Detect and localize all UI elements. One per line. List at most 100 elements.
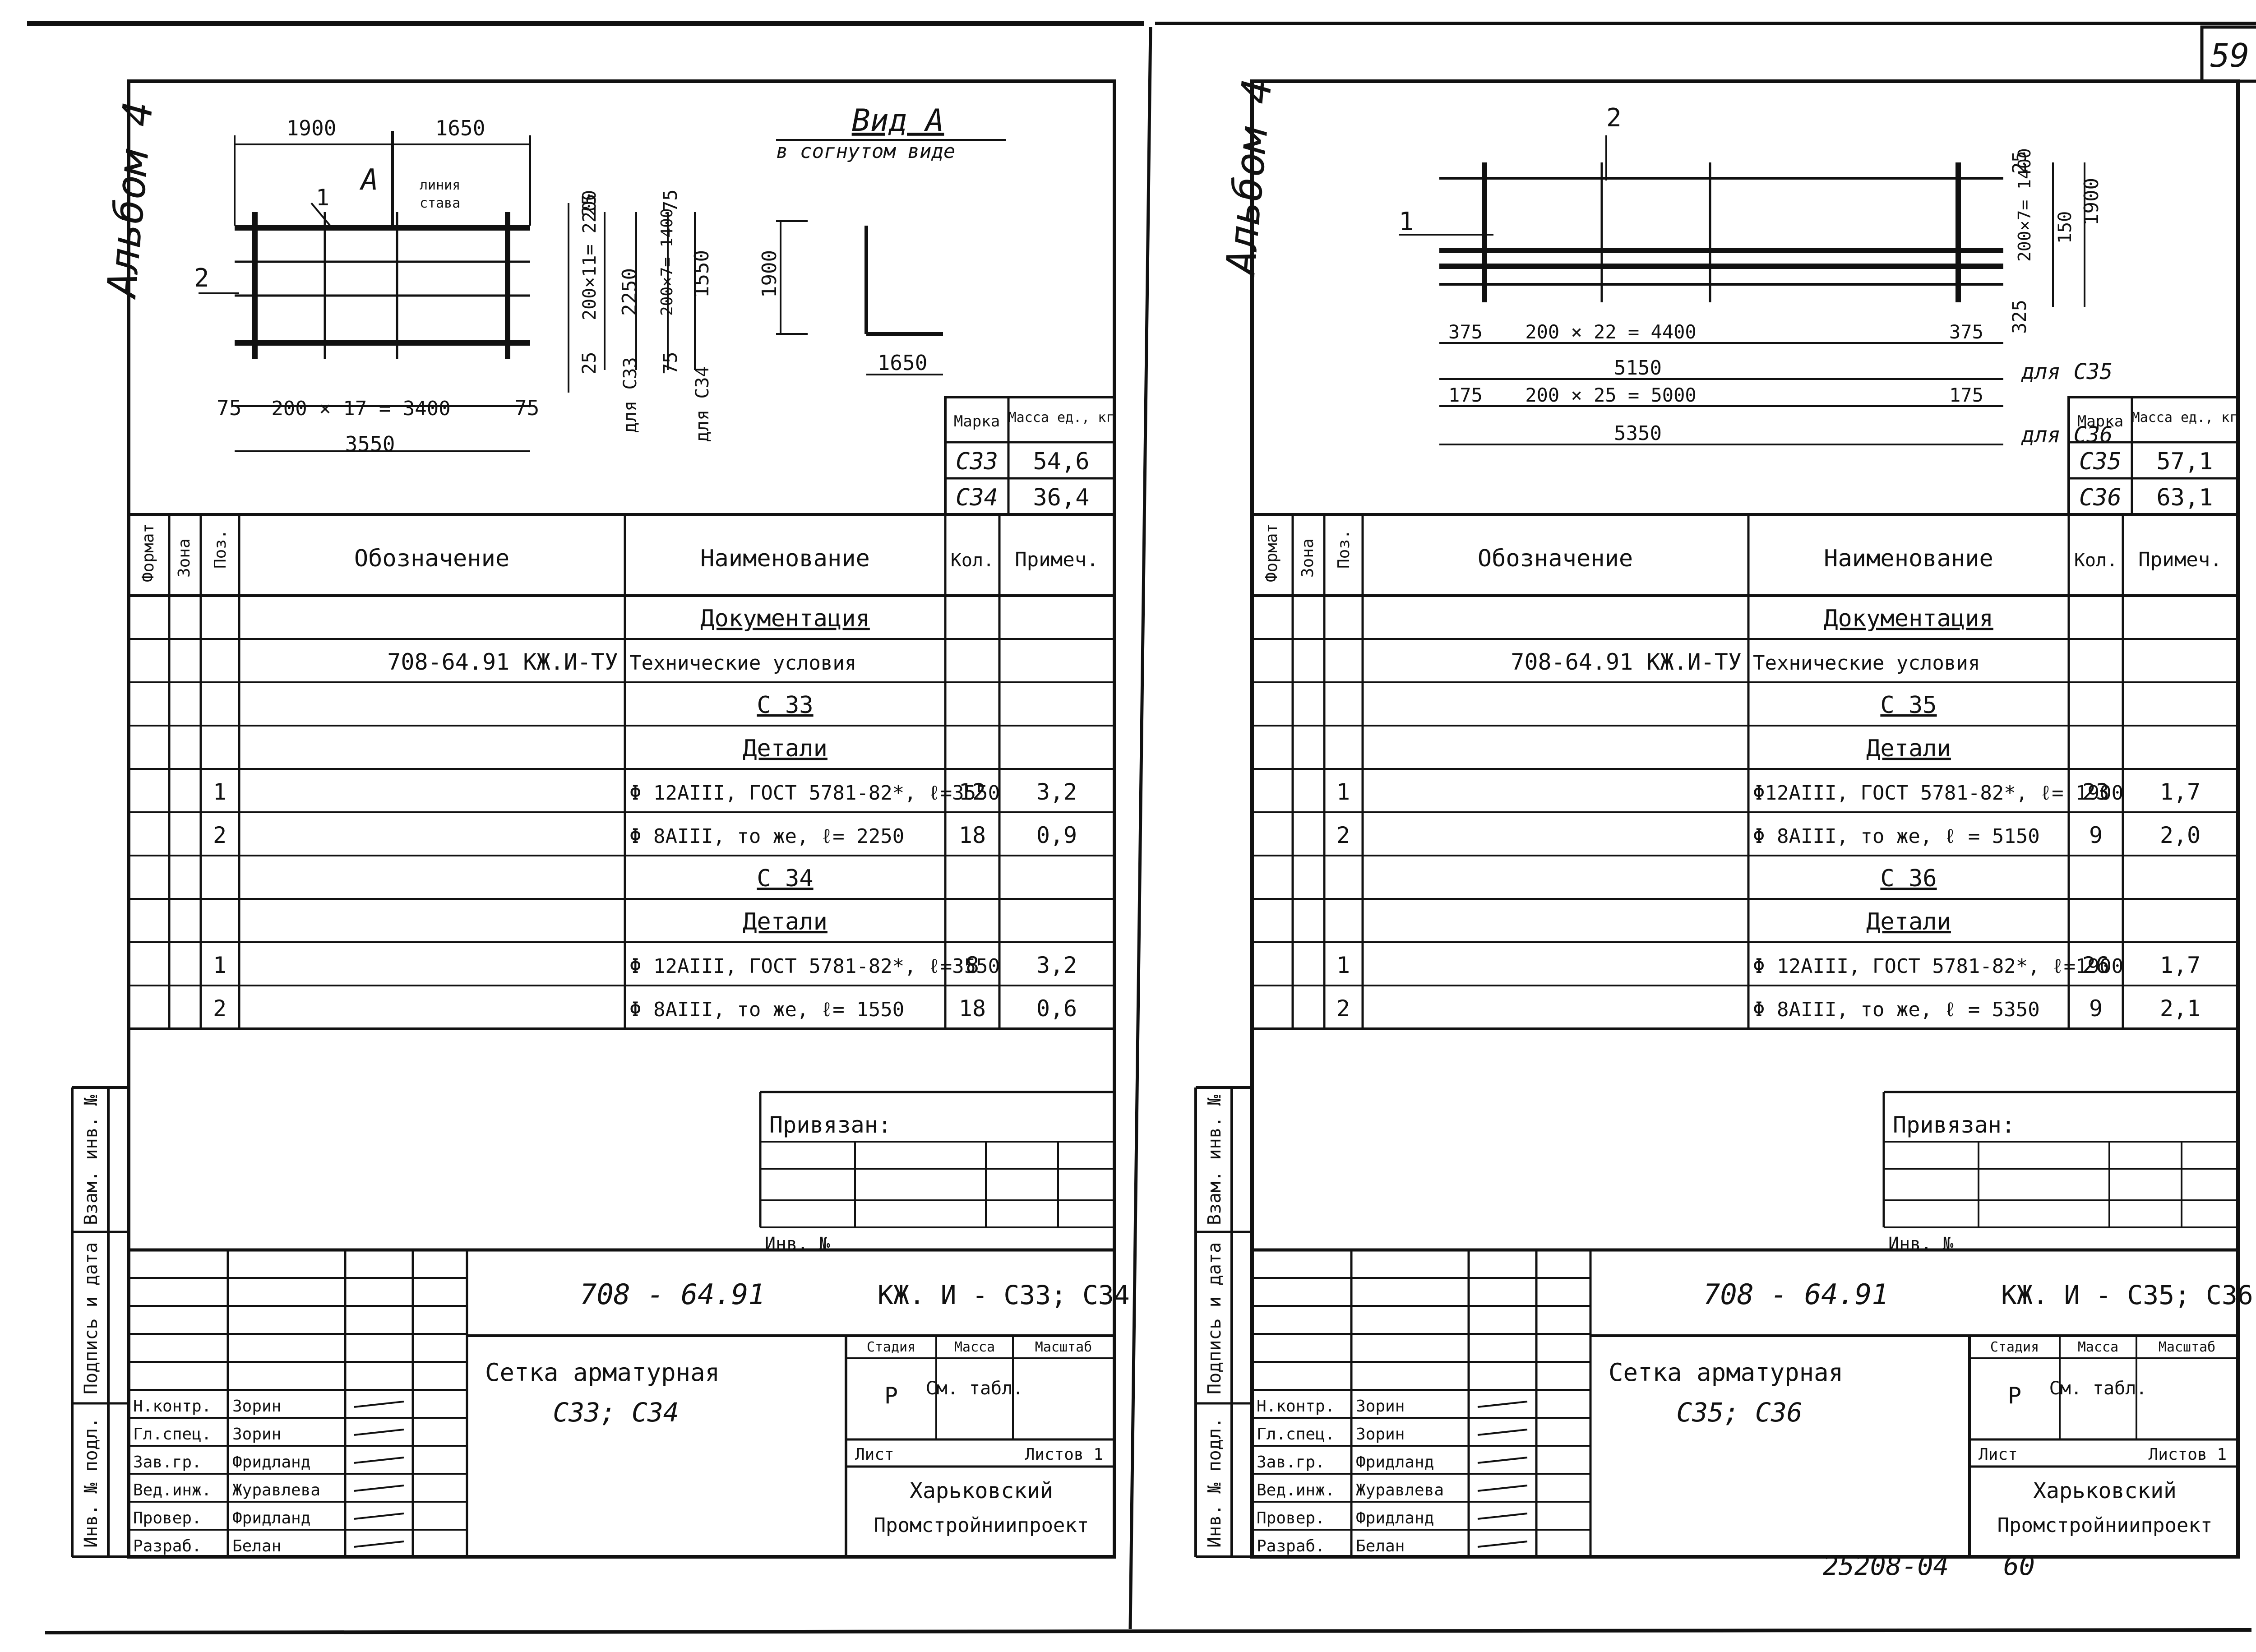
- mass-header: Масса: [2078, 1339, 2118, 1355]
- scale-header: Масштаб: [2159, 1339, 2215, 1355]
- row-note: 0,9: [1036, 822, 1077, 848]
- signatory-name: Зорин: [1356, 1397, 1405, 1416]
- row-pos: 1: [1336, 779, 1350, 805]
- sheet-divider: [1128, 27, 1152, 1629]
- doc-number: 708 - 64.91: [1703, 1278, 1889, 1311]
- sheets-count: Листов 1: [1025, 1445, 1103, 1464]
- sheet-title-2: С35; С36: [1676, 1397, 1802, 1428]
- col-format-header: Формат: [139, 523, 157, 582]
- row-qty: 26: [2082, 952, 2109, 978]
- row-name: Технические условия: [1753, 652, 1980, 675]
- row-qty: 9: [2089, 822, 2103, 848]
- dim-3550: 3550: [345, 432, 395, 456]
- side-stamp-zam-inv: Взам. инв. №: [81, 1095, 102, 1225]
- row-qty: 18: [959, 822, 986, 848]
- col-zone-header: Зона: [175, 538, 194, 578]
- row-name: Φ 8АIII, то же, ℓ = 5150: [1753, 825, 2040, 848]
- sheet-title-1: Сетка арматурная: [485, 1358, 720, 1387]
- fold-label-2: става: [420, 195, 460, 211]
- row-name: Φ 12АIII, ГОСТ 5781-82*, ℓ=1900: [1753, 955, 2123, 978]
- view-arrow-label: А: [359, 163, 379, 197]
- dim-edge-right: 75: [514, 396, 539, 420]
- signatory-name: Белан: [1356, 1537, 1405, 1555]
- row-pos: 2: [1336, 995, 1350, 1022]
- dim-pitch-vertical: 200×7= 1400: [2015, 148, 2034, 262]
- row-section-heading: С 35: [1880, 692, 1937, 719]
- signatory-role: Вед.инж.: [1257, 1481, 1335, 1499]
- left-sheet: Инв. № подл. Подпись и дата Взам. инв. № Фо…: [71, 79, 1130, 1559]
- mass-table: [2067, 396, 2239, 516]
- row-name: Технические условия: [629, 652, 856, 675]
- stage-header: Стадия: [867, 1339, 915, 1355]
- row-name: Φ12АIII, ГОСТ 5781-82*, ℓ= 1900: [1753, 782, 2123, 805]
- col-designation-header: Обозначение: [354, 545, 509, 572]
- row-section-heading: С 34: [757, 865, 813, 892]
- dim-c34-edge-bottom: 75: [659, 352, 681, 375]
- row-section-heading: Документация: [700, 605, 870, 632]
- row-qty: 8: [966, 952, 979, 978]
- signatory-role: Гл.спец.: [1257, 1425, 1335, 1444]
- stage-value: Р: [884, 1383, 898, 1409]
- doc-code: КЖ. И - С33; С34: [878, 1280, 1130, 1310]
- mass-mark-header: Марка: [2077, 412, 2123, 430]
- dim-c35-pitch: 200 × 22 = 4400: [1525, 321, 1696, 343]
- row-note: 3,2: [1036, 952, 1077, 978]
- scale-header: Масштаб: [1035, 1339, 1092, 1355]
- row-section-heading: Детали: [743, 908, 828, 935]
- mass-value: 57,1: [2156, 448, 2213, 475]
- privyazan-label: Привязан:: [769, 1112, 892, 1138]
- dim-edge-bottom: 25: [578, 352, 600, 375]
- row-note: 0,6: [1036, 995, 1077, 1022]
- row-name: Φ 8АIII, то же, ℓ = 5350: [1753, 998, 2040, 1021]
- mass-value: 54,6: [1033, 448, 1089, 475]
- dim-c35-edge-left: 375: [1448, 321, 1483, 343]
- mass-mark: С35: [2079, 448, 2122, 475]
- row-section-heading: Детали: [1866, 735, 1951, 762]
- sheet-label: Лист: [855, 1445, 894, 1464]
- row-note: 1,7: [2160, 779, 2201, 805]
- signatory-role: Н.контр.: [133, 1397, 211, 1416]
- row-section-heading: Детали: [743, 735, 828, 762]
- dim-for-c34: для С34: [692, 366, 713, 442]
- signatory-name: Белан: [232, 1537, 281, 1555]
- position-1-label: 1: [1399, 207, 1414, 236]
- dim-edge-left: 75: [217, 396, 241, 420]
- signature-scribble: [1477, 1513, 1528, 1520]
- signatory-role: Гл.спец.: [133, 1425, 211, 1444]
- mass-mark-header: Марка: [954, 412, 1000, 430]
- dim-c35-total: 5150: [1614, 356, 1662, 379]
- signatory-name: Зорин: [1356, 1425, 1405, 1444]
- stage-header: Стадия: [1990, 1339, 2039, 1355]
- dim-c36-edge-right: 175: [1949, 384, 1983, 406]
- stage-value: Р: [2008, 1383, 2021, 1409]
- row-designation: 708-64.91 КЖ.И-ТУ: [387, 649, 618, 675]
- col-zone-header: Зона: [1299, 538, 1317, 578]
- side-stamp-signature-date: Подпись и дата: [1204, 1242, 1225, 1394]
- dim-c36-pitch: 200 × 25 = 5000: [1525, 384, 1696, 406]
- row-note: 3,2: [1036, 779, 1077, 805]
- side-stamp-inv-podl: Инв. № подл.: [81, 1417, 102, 1548]
- dim-1650: 1650: [435, 116, 485, 140]
- doc-code: КЖ. И - С35; С36: [2001, 1280, 2253, 1310]
- col-pos-header: Поз.: [211, 529, 230, 569]
- dim-for-c33: для С33: [620, 357, 641, 433]
- doc-number: 708 - 64.91: [580, 1278, 765, 1311]
- mass-value: 63,1: [2156, 484, 2213, 511]
- row-qty: 12: [959, 779, 986, 805]
- position-2-label: 2: [194, 264, 209, 293]
- row-pos: 1: [213, 952, 227, 978]
- signatory-name: Фридланд: [1356, 1453, 1434, 1472]
- row-note: 2,0: [2160, 822, 2201, 848]
- col-note-header: Примеч.: [2138, 548, 2222, 571]
- view-a-subtitle: в согнутом виде: [776, 140, 955, 163]
- side-stamp-signature-date: Подпись и дата: [81, 1242, 102, 1394]
- mass-header: Масса: [954, 1339, 995, 1355]
- organization-line-2: Промстройниипроект: [874, 1514, 1089, 1537]
- row-pos: 1: [1336, 952, 1350, 978]
- dim-pitch-c33: 200 × 17 = 3400: [271, 397, 450, 420]
- signature-scribble: [354, 1485, 404, 1492]
- signature-scribble: [354, 1513, 404, 1520]
- row-qty: 18: [959, 995, 986, 1022]
- row-section-heading: Детали: [1866, 908, 1951, 935]
